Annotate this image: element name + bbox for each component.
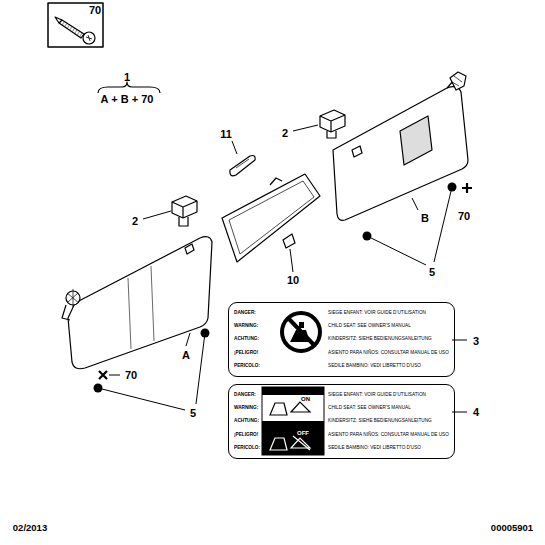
warning-text: KINDERSITZ: SIEHE BEDIENUNGSANLEITUNG [328, 337, 432, 342]
warning-heading: ¡PELIGRO! [234, 433, 258, 438]
switch-state: OFF [297, 430, 309, 436]
leader-lines [98, 125, 467, 412]
mirror-clip [230, 156, 255, 176]
no-child-seat-icon [282, 313, 320, 351]
date-code: 02/2013 [13, 523, 47, 533]
marks [99, 183, 472, 379]
diagram-number: 00005901 [491, 523, 533, 533]
callout-number: 70 [458, 211, 470, 222]
rear-view-mirror [222, 174, 320, 262]
warning-text: CHILD SEAT: SEE OWNER'S MANUAL [328, 406, 411, 411]
warning-heading: WARNING: [234, 406, 258, 411]
callout-number: 5 [429, 267, 435, 278]
warning-text: SEDILE BAMBINO: VEDI LIBRETTO D'USO [328, 364, 421, 369]
sun-visor-right [333, 72, 468, 220]
callout-number: 10 [287, 275, 299, 286]
callout-number: 4 [473, 407, 479, 418]
switch-state: ON [301, 396, 310, 402]
screw-box [48, 3, 103, 47]
warning-text: KINDERSITZ: SIEHE BEDIENUNGSANLEITUNG [328, 419, 432, 424]
warning-text: CHILD SEAT: SEE OWNER'S MANUAL [328, 324, 411, 329]
warning-text: SIEGE ENFANT: VOIR GUIDE D'UTILISATION [328, 311, 426, 316]
callout-number: 1 [124, 72, 130, 83]
warning-text: ASIENTO PARA NIÑOS: CONSULTAR MANUAL DE … [328, 433, 449, 438]
callout-number: 3 [473, 336, 479, 347]
part-letter: B [421, 213, 429, 224]
callout-number: 70 [125, 370, 137, 381]
warning-label: DANGER: WARNING: ACHTUNG: ¡PELIGRO! PERICOLO… [228, 384, 455, 459]
warning-heading: DANGER: [234, 311, 256, 316]
callout-number: 70 [89, 5, 101, 16]
airbag-switch-icon [262, 387, 324, 455]
warning-heading: DANGER: [234, 393, 256, 398]
callout-number: 11 [220, 129, 232, 140]
warning-text: SIEGE ENFANT: VOIR GUIDE D'UTILISATION [328, 393, 426, 398]
warning-text: ASIENTO PARA NIÑOS: CONSULTAR MANUAL DE … [328, 351, 449, 356]
part-letter: A [182, 350, 190, 361]
warning-heading: ACHTUNG: [234, 419, 259, 424]
warning-heading: WARNING: [234, 324, 258, 329]
warning-heading: PERICOLO: [234, 446, 260, 451]
kit-composition: A + B + 70 [101, 94, 154, 105]
brace [98, 82, 160, 93]
callout-number: 2 [282, 128, 288, 139]
warning-label: DANGER: WARNING: ACHTUNG: ¡PELIGRO! PERICOLO… [228, 302, 455, 377]
callout-number: 2 [132, 216, 138, 227]
visor-clip-left [172, 196, 197, 226]
warning-heading: ¡PELIGRO! [234, 351, 258, 356]
warning-text: SEDILE BAMBINO: VEDI LIBRETTO D'USO [328, 446, 421, 451]
screw [55, 17, 95, 44]
visor-clip-right [320, 110, 345, 138]
dots [94, 183, 457, 393]
warning-heading: ACHTUNG: [234, 337, 259, 342]
sun-visor-left [62, 237, 212, 369]
callout-number: 5 [190, 408, 196, 419]
warning-heading: PERICOLO: [234, 364, 260, 369]
